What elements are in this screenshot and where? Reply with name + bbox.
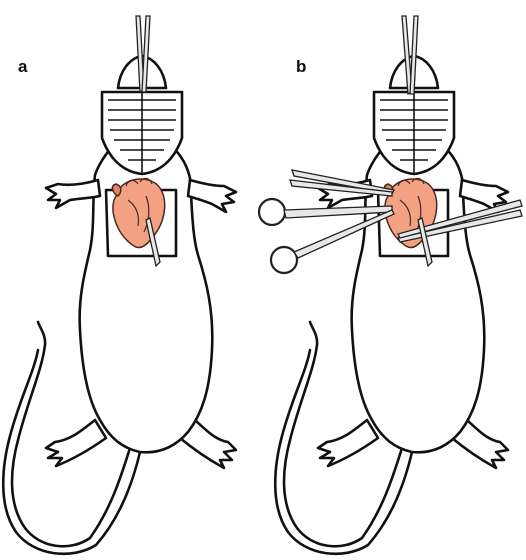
panel-b: b bbox=[257, 15, 523, 556]
forceps-icon bbox=[397, 199, 523, 243]
panel-label-b: b bbox=[296, 57, 306, 76]
hemostat-clamp-icon bbox=[401, 15, 419, 96]
panel-a: a bbox=[1, 15, 238, 556]
forceps-icon bbox=[289, 169, 395, 197]
hemostat-clamp-icon bbox=[135, 15, 151, 94]
needle-icon bbox=[417, 217, 433, 268]
panel-label-a: a bbox=[18, 57, 28, 76]
scissors-icon bbox=[257, 197, 395, 275]
needle-icon bbox=[145, 217, 161, 268]
rat-outline-icon bbox=[273, 54, 510, 556]
rat-outline-icon bbox=[1, 54, 238, 556]
